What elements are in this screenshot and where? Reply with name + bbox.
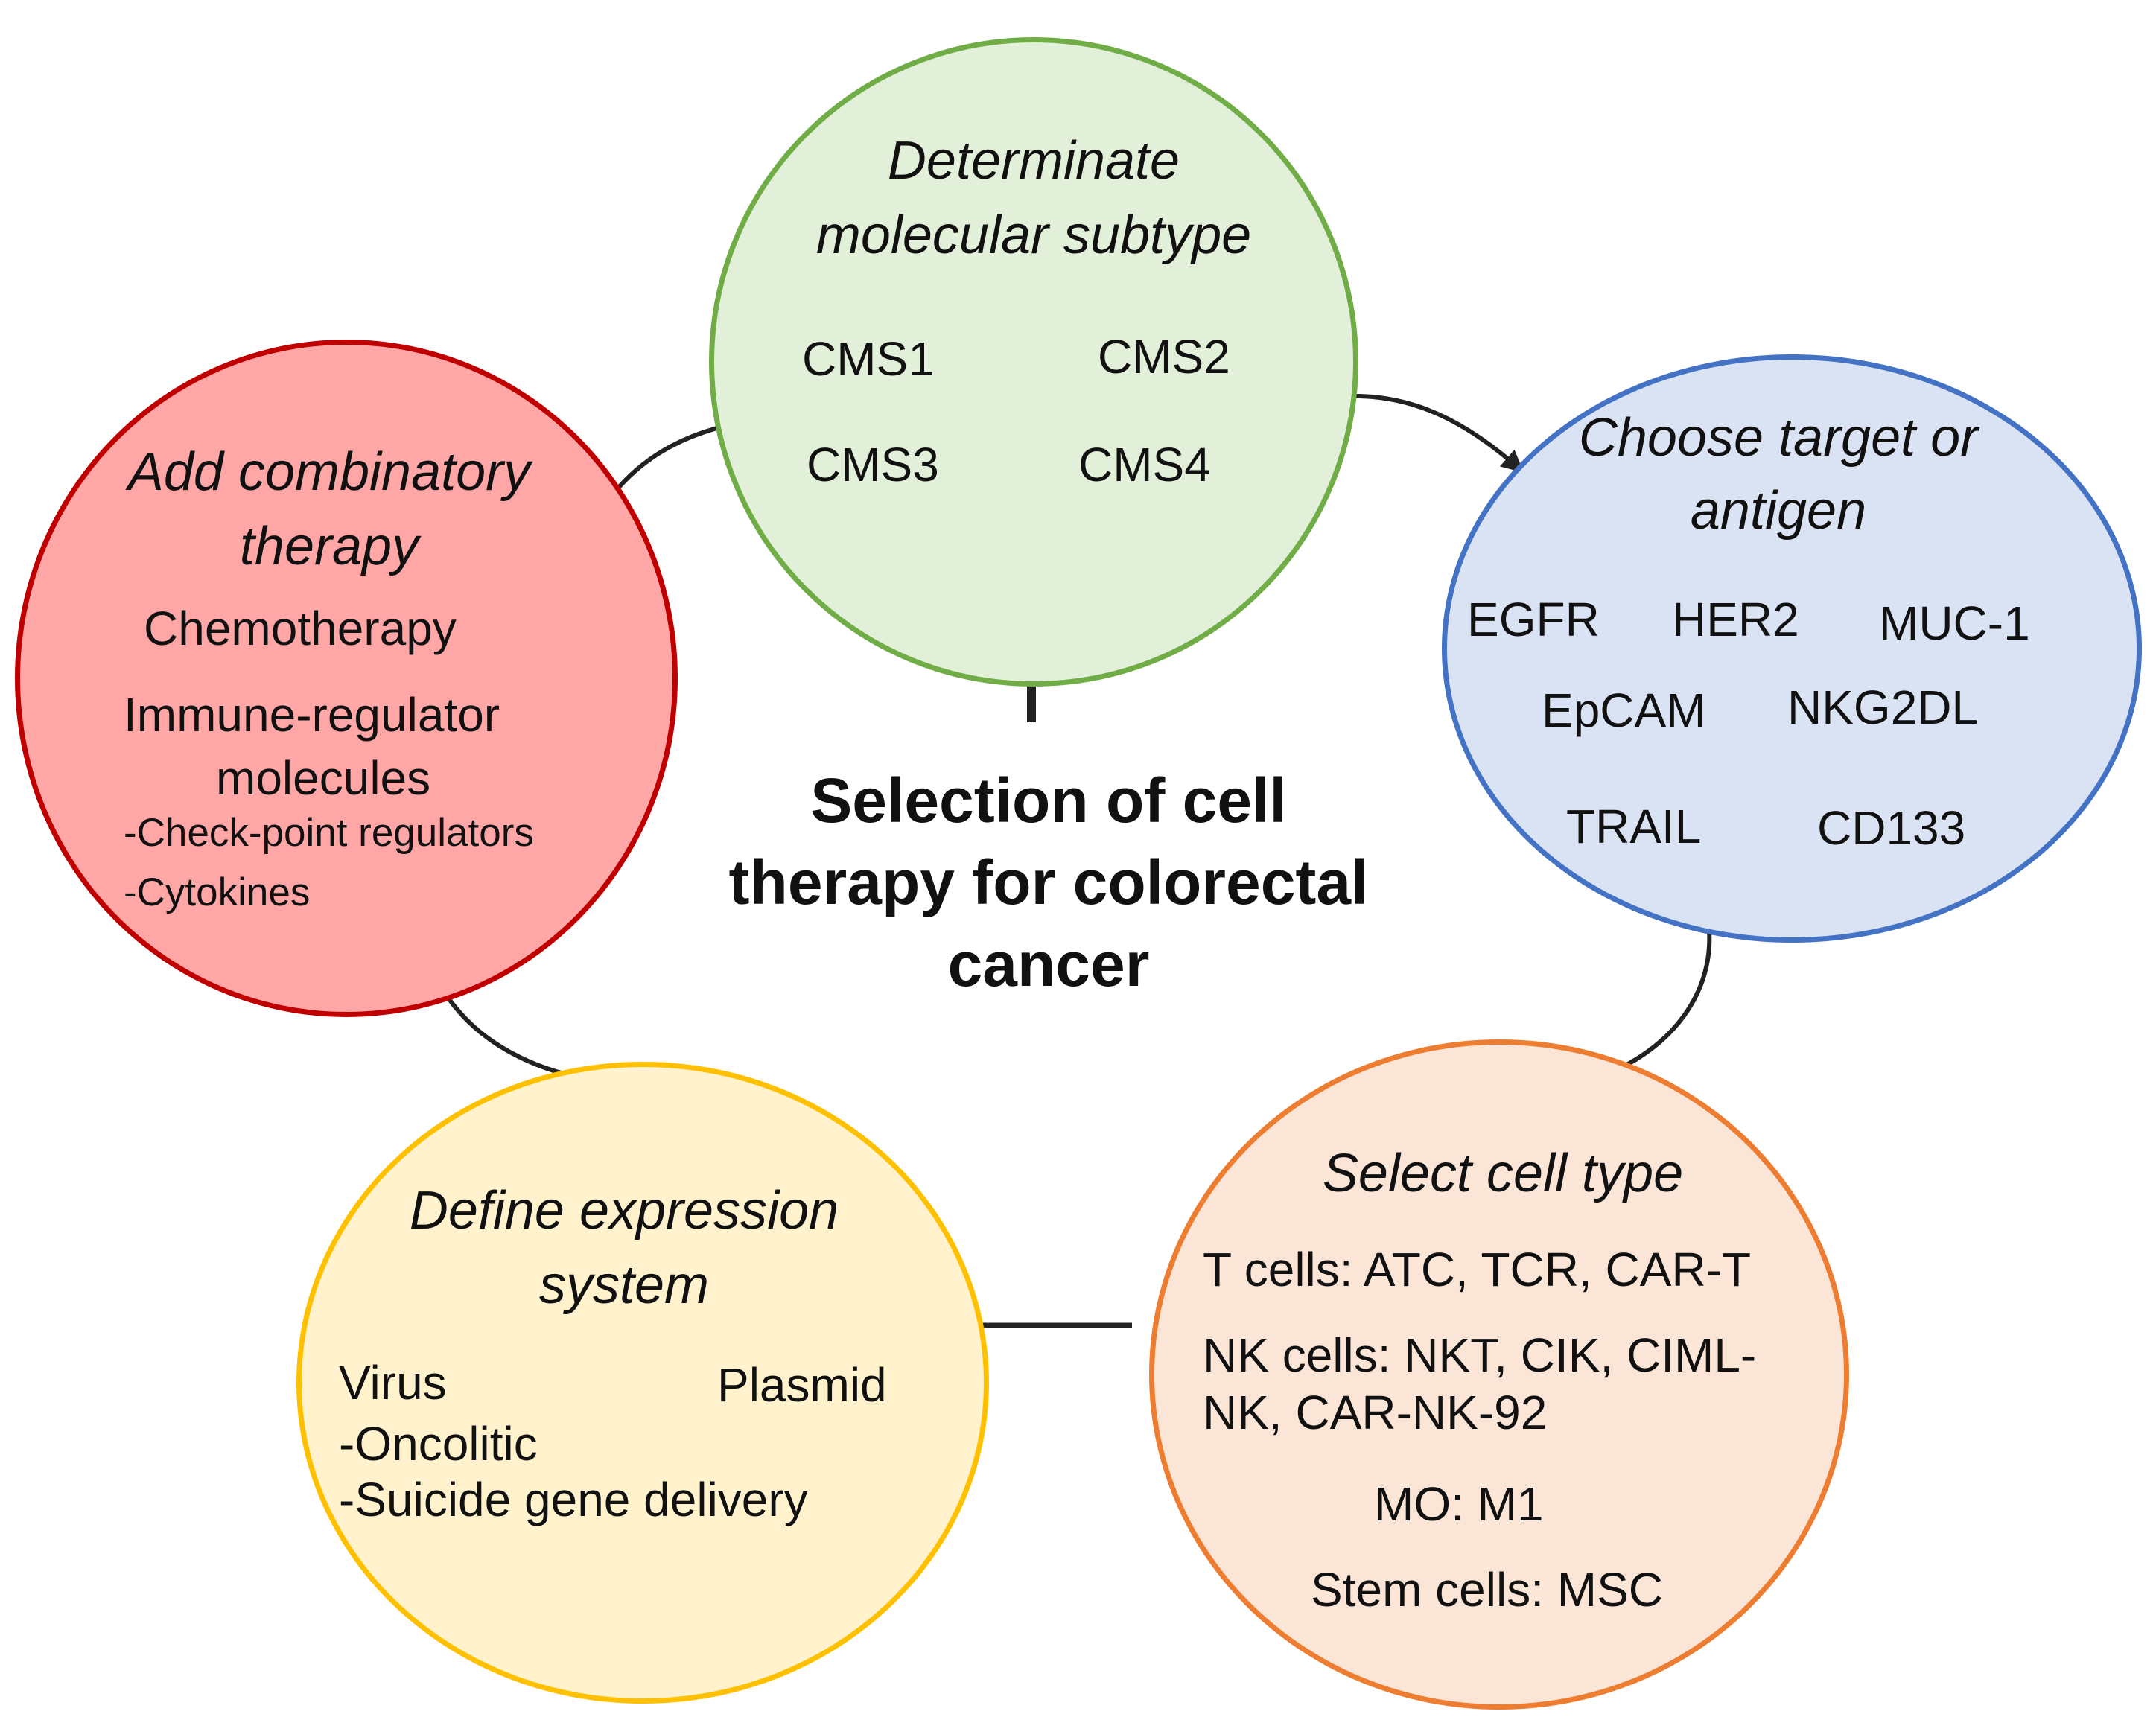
target-item-epcam: EpCAM: [1542, 684, 1706, 737]
combinatory-item-molecules: molecules: [216, 751, 431, 805]
target-item-trail: TRAIL: [1566, 800, 1702, 853]
combinatory-circle: [15, 340, 678, 1017]
target-title-line-2: antigen: [1690, 481, 1867, 541]
target-item-her2: HER2: [1672, 593, 1799, 646]
combinatory-title-line-1: Add combinatory: [127, 442, 531, 502]
expression-circle: [296, 1062, 989, 1704]
center-title-line-3: cancer: [947, 929, 1150, 999]
celltype-line-t-cells: T cells: ATC, TCR, CAR-T: [1203, 1243, 1752, 1296]
subtype-item-cms3: CMS3: [807, 438, 939, 491]
target-item-nkg2dl: NKG2DL: [1787, 681, 1979, 734]
subtype-item-cms2: CMS2: [1098, 330, 1230, 383]
combinatory-item-checkpoint: -Check-point regulators: [124, 811, 534, 855]
celltype-title: Select cell type: [1322, 1144, 1684, 1203]
celltype-line-nk-cont: NK, CAR-NK-92: [1203, 1386, 1548, 1439]
center-title-line-2: therapy for colorectal: [728, 847, 1369, 917]
celltype-circle: [1149, 1039, 1849, 1710]
target-item-cd133: CD133: [1817, 801, 1966, 855]
expression-title-line-2: system: [538, 1255, 710, 1315]
target-item-muc1: MUC-1: [1879, 596, 2030, 650]
celltype-line-mo: MO: M1: [1374, 1477, 1544, 1531]
combinatory-item-cytokines: -Cytokines: [124, 870, 311, 914]
target-item-egfr: EGFR: [1467, 593, 1600, 646]
subtype-title-line-1: Determinate: [887, 131, 1180, 191]
subtype-item-cms4: CMS4: [1078, 438, 1211, 491]
center-title-line-1: Selection of cell: [810, 765, 1287, 835]
target-title-line-1: Choose target or: [1578, 408, 1979, 468]
celltype-line-nk-cells: NK cells: NKT, CIK, CIML-: [1203, 1328, 1757, 1382]
expression-item-suicide-gene: -Suicide gene delivery: [339, 1473, 808, 1526]
expression-item-oncolitic: -Oncolitic: [339, 1417, 538, 1471]
celltype-line-stem-cells: Stem cells: MSC: [1311, 1563, 1663, 1617]
subtype-item-cms1: CMS1: [802, 332, 935, 386]
target-circle: [1442, 354, 2142, 943]
combinatory-item-immune-regulator: Immune-regulator: [124, 688, 500, 742]
subtype-title-line-2: molecular subtype: [815, 206, 1252, 265]
expression-title-line-1: Define expression: [409, 1181, 839, 1240]
expression-item-virus: Virus: [339, 1356, 447, 1410]
expression-item-plasmid: Plasmid: [717, 1358, 887, 1412]
combinatory-title-line-2: therapy: [239, 517, 419, 576]
center-title: Selection of cell therapy for colorectal…: [602, 759, 1495, 1005]
subtype-circle: [709, 37, 1358, 687]
combinatory-item-chemotherapy: Chemotherapy: [144, 602, 457, 655]
